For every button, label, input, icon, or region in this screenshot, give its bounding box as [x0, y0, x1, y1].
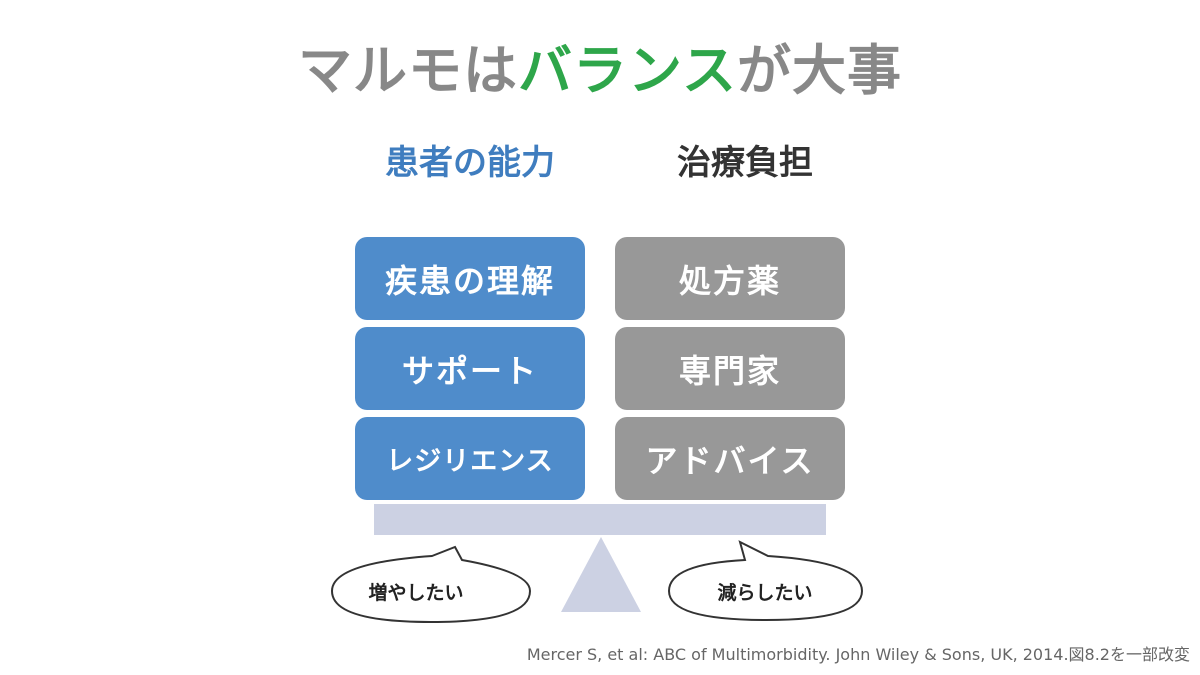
source-citation: Mercer S, et al: ABC of Multimorbidity. …: [526, 645, 1190, 664]
balance-fulcrum: [561, 537, 641, 612]
title-text-lead: マルモは: [298, 39, 519, 102]
speech-bubble-decrease: [667, 540, 864, 622]
treatment-burden-item-advice: アドバイス: [615, 417, 845, 500]
patient-capacity-item-disease-understanding: 疾患の理解: [355, 237, 585, 320]
speech-bubble-increase: [330, 545, 532, 624]
treatment-burden-item-prescriptions: 処方薬: [615, 237, 845, 320]
slide-title: マルモはバランスが大事: [0, 26, 1200, 105]
patient-capacity-item-resilience: レジリエンス: [355, 417, 585, 500]
patient-capacity-heading: 患者の能力: [385, 143, 555, 183]
treatment-burden-item-specialists: 専門家: [615, 327, 845, 410]
decrease-bubble-text: 減らしたい: [717, 582, 813, 604]
title-accent-balance: バランス: [518, 39, 737, 102]
increase-bubble-text: 増やしたい: [368, 582, 464, 604]
patient-capacity-item-support: サポート: [355, 327, 585, 410]
balance-beam: [374, 504, 826, 535]
title-text-tail: が大事: [736, 39, 902, 102]
treatment-burden-heading: 治療負担: [677, 143, 813, 183]
